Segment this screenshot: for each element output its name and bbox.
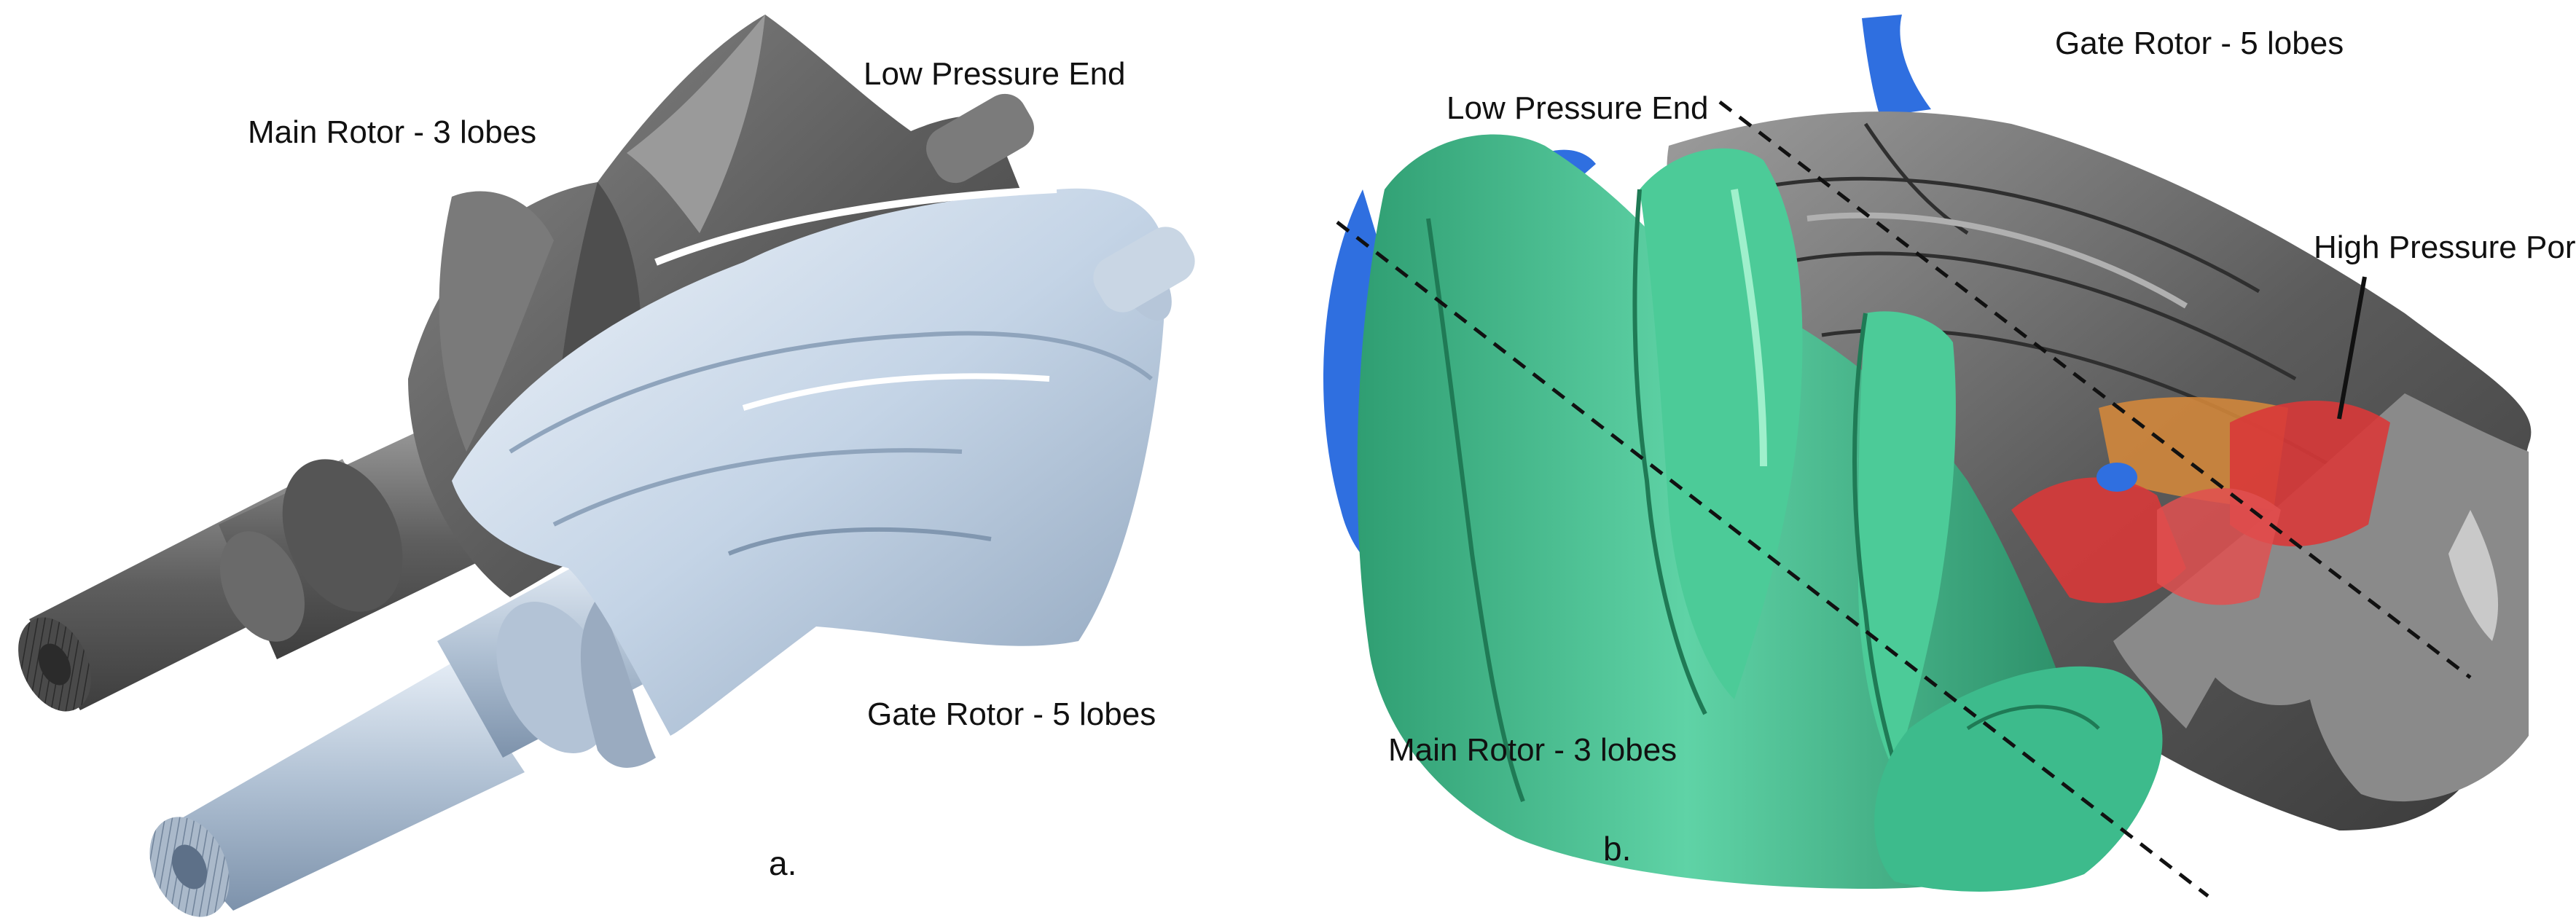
high-pressure-port-leader: [2337, 276, 2367, 420]
blue-edge-top: [1862, 15, 1931, 117]
main-rotor-label-b: Main Rotor - 3 lobes: [1388, 732, 1677, 768]
low-pressure-end-label-a: Low Pressure End: [864, 56, 1126, 92]
main-rotor-label-a: Main Rotor - 3 lobes: [248, 114, 537, 150]
main-rotor-shaft-a: [18, 423, 496, 712]
panel-b-illustration: [1323, 15, 2532, 898]
panel-a-illustration: [18, 15, 1195, 917]
panel-b-letter: b.: [1603, 830, 1632, 868]
gate-rotor-axis-line: [1718, 101, 2472, 679]
gate-rotor-label-b: Gate Rotor - 5 lobes: [2055, 25, 2344, 61]
gate-rotor-shaft-a: [149, 554, 656, 917]
high-pressure-port: [2011, 397, 2390, 605]
gate-rotor-body-a: [452, 186, 1195, 736]
main-rotor-axis-line: [1336, 221, 2209, 898]
low-pressure-end-label-b: Low Pressure End: [1446, 90, 1709, 126]
gate-rotor-label-a: Gate Rotor - 5 lobes: [867, 696, 1156, 732]
main-rotor-body-b: [1357, 134, 2163, 892]
panel-a-letter: a.: [769, 844, 797, 882]
high-pressure-port-label: High Pressure Port: [2314, 229, 2576, 265]
